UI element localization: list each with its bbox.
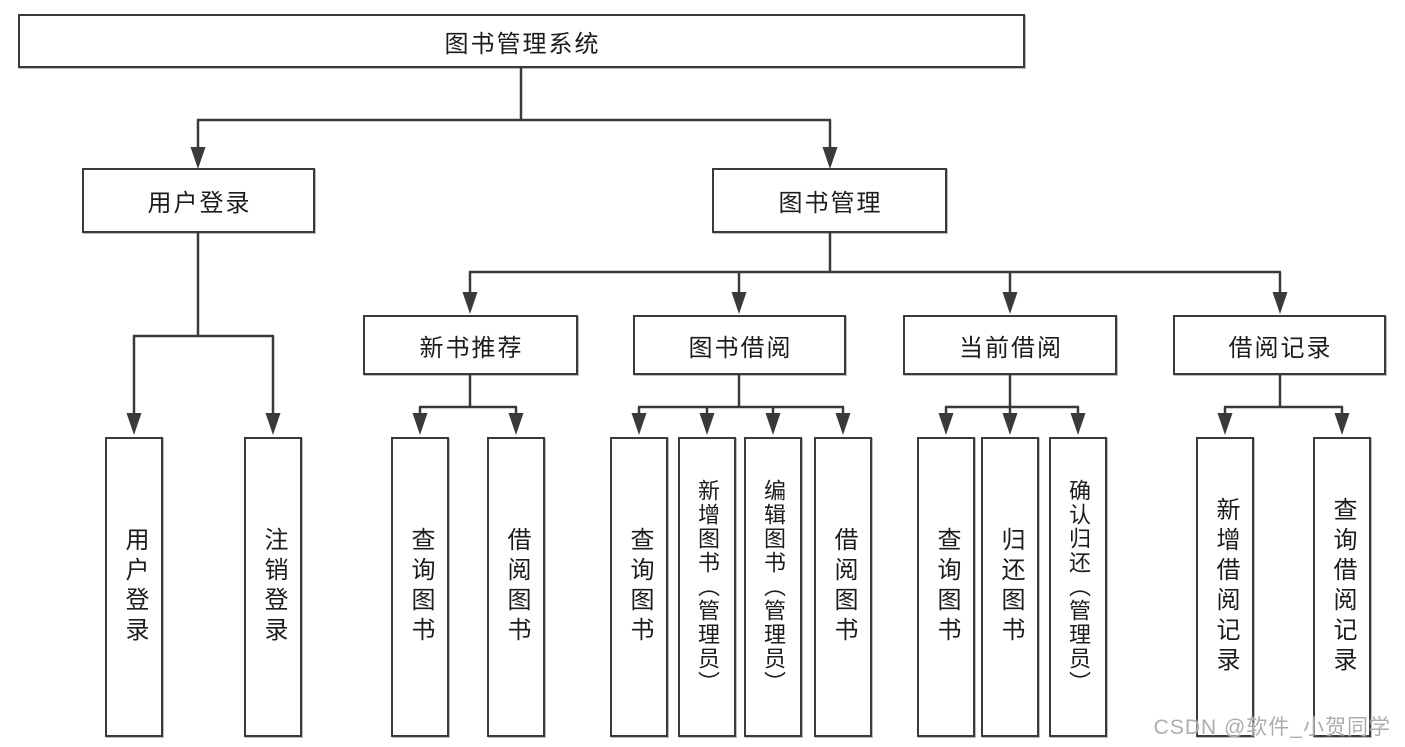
leaf-borrow-query-book: 查询图书 [610,437,668,737]
node-new-book-recommend-label: 新书推荐 [419,334,524,362]
node-new-book-recommend: 新书推荐 [363,315,578,375]
node-current-borrow: 当前借阅 [903,315,1117,375]
leaf-current-query-book: 查询图书 [917,437,975,737]
leaf-user-login: 用户登录 [105,437,163,737]
leaf-record-query-record-label: 查询借阅记录 [1329,497,1356,677]
leaf-current-return-book-label: 归还图书 [997,527,1024,647]
leaf-recommend-borrow-book: 借阅图书 [487,437,545,737]
node-book-management: 图书管理 [712,168,947,233]
leaf-logout: 注销登录 [244,437,302,737]
node-borrow-record: 借阅记录 [1173,315,1386,375]
node-user-login-label: 用户登录 [147,190,252,217]
leaf-borrow-query-book-label: 查询图书 [626,527,653,647]
leaf-user-login-label: 用户登录 [121,527,148,647]
leaf-current-query-book-label: 查询图书 [933,527,960,647]
leaf-borrow-edit-book-admin: 编辑图书（管理员） [744,437,802,737]
leaf-record-add-record: 新增借阅记录 [1196,437,1254,737]
leaf-current-confirm-return-admin-label: 确认归还（管理员） [1066,479,1091,695]
node-user-login: 用户登录 [82,168,315,233]
leaf-record-query-record: 查询借阅记录 [1313,437,1371,737]
node-book-borrow: 图书借阅 [633,315,846,375]
leaf-recommend-query-book: 查询图书 [391,437,449,737]
leaf-borrow-edit-book-admin-label: 编辑图书（管理员） [761,479,786,695]
leaf-borrow-add-book-admin-label: 新增图书（管理员） [695,479,720,695]
node-book-management-label: 图书管理 [778,190,883,217]
leaf-current-confirm-return-admin: 确认归还（管理员） [1049,437,1107,737]
node-book-borrow-label: 图书借阅 [688,334,793,362]
leaf-borrow-borrow-book-label: 借阅图书 [830,527,857,647]
leaf-logout-label: 注销登录 [260,527,287,647]
leaf-current-return-book: 归还图书 [981,437,1039,737]
csdn-watermark: CSDN @软件_小贺同学 [1153,716,1391,739]
node-borrow-record-label: 借阅记录 [1228,334,1333,362]
node-current-borrow-label: 当前借阅 [959,334,1063,362]
leaf-recommend-query-book-label: 查询图书 [407,527,434,647]
leaf-borrow-add-book-admin: 新增图书（管理员） [678,437,736,737]
node-root-label: 图书管理系统 [444,30,601,58]
leaf-borrow-borrow-book: 借阅图书 [814,437,872,737]
node-root: 图书管理系统 [18,14,1025,68]
leaf-record-add-record-label: 新增借阅记录 [1212,497,1239,677]
leaf-recommend-borrow-book-label: 借阅图书 [503,527,530,647]
